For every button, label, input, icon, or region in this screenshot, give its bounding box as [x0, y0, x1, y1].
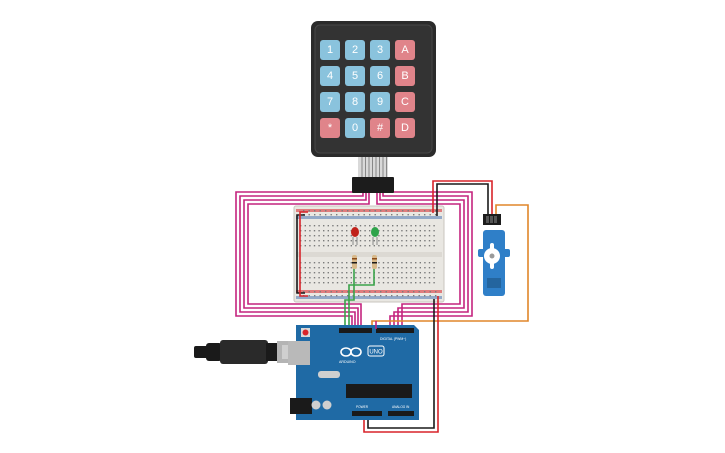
key-a[interactable]: A: [395, 40, 415, 60]
key-label: 9: [377, 96, 383, 108]
key-3[interactable]: 3: [370, 40, 390, 60]
key-4[interactable]: 4: [320, 66, 340, 86]
key-6[interactable]: 6: [370, 66, 390, 86]
analog-label: ANALOG IN: [392, 405, 410, 409]
servo-motor: [478, 214, 510, 296]
arduino-logo: [340, 347, 362, 357]
key-label: 5: [352, 70, 358, 82]
key-0[interactable]: 0: [345, 118, 365, 138]
key-1[interactable]: 1: [320, 40, 340, 60]
key-label: 4: [327, 70, 333, 82]
key-label: 3: [377, 44, 383, 56]
digital-label: DIGITAL (PWM~): [380, 337, 406, 341]
key-star[interactable]: *: [320, 118, 340, 138]
key-label: 2: [352, 44, 358, 56]
keypad: 1 2 3 A 4 5 6 B 7 8 9 C * 0 # D: [311, 21, 436, 193]
led-red: [351, 227, 359, 245]
key-label: #: [377, 122, 384, 134]
key-label: 0: [352, 122, 358, 134]
arduino-board-icon: ARDUINO UNO DIGITAL (PWM~) POWER ANALOG …: [288, 325, 419, 420]
key-7[interactable]: 7: [320, 92, 340, 112]
key-8[interactable]: 8: [345, 92, 365, 112]
resistor-2: [372, 255, 377, 269]
arduino-brand: ARDUINO: [339, 360, 356, 364]
key-b[interactable]: B: [395, 66, 415, 86]
key-hash[interactable]: #: [370, 118, 390, 138]
key-label: D: [401, 122, 409, 134]
key-label: B: [401, 70, 408, 82]
key-label: *: [328, 122, 333, 134]
key-5[interactable]: 5: [345, 66, 365, 86]
key-label: A: [401, 44, 409, 56]
key-c[interactable]: C: [395, 92, 415, 112]
key-9[interactable]: 9: [370, 92, 390, 112]
key-label: 6: [377, 70, 383, 82]
arduino-model: UNO: [369, 350, 383, 356]
key-d[interactable]: D: [395, 118, 415, 138]
led-green: [371, 227, 379, 245]
keypad-connector: [361, 157, 387, 177]
breadboard: [293, 205, 445, 303]
resistor-1: [352, 255, 357, 269]
key-label: 1: [327, 44, 333, 56]
power-wires: [296, 180, 529, 433]
power-label: POWER: [356, 405, 369, 409]
key-label: 7: [327, 96, 333, 108]
key-label: 8: [352, 96, 358, 108]
key-2[interactable]: 2: [345, 40, 365, 60]
key-label: C: [401, 96, 409, 108]
